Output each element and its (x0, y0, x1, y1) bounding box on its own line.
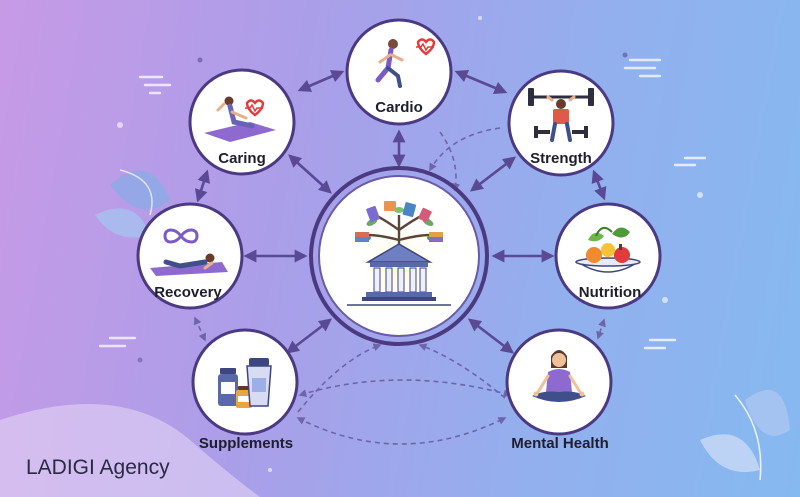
caring-label: Caring (218, 150, 266, 167)
node-strength: Strength (507, 69, 615, 177)
nutrition-label: Nutrition (579, 284, 641, 301)
meditation-icon (532, 350, 586, 402)
recovery-infinity-icon (150, 228, 228, 276)
supplements-label: Supplements (199, 435, 293, 452)
supplement-bottles-icon (218, 358, 272, 408)
node-cardio: Cardio (345, 18, 453, 126)
node-mental-health: Mental Health (505, 328, 613, 452)
dashed-arrow-strength-center (429, 127, 501, 172)
mental-health-label: Mental Health (511, 435, 609, 452)
weightlifting-icon (528, 88, 594, 142)
node-nutrition: Nutrition (554, 202, 662, 310)
arrow-supplements-center (285, 318, 333, 354)
arrow-caring-recovery (194, 169, 211, 203)
recovery-label: Recovery (154, 284, 222, 301)
arrow-caring-center (288, 154, 332, 194)
node-recovery: Recovery (136, 202, 244, 310)
arrow-strength-center (469, 156, 517, 192)
stretching-yoga-icon (204, 96, 276, 142)
center-hub (309, 166, 489, 346)
dashed-arrow-recovery-supplements (194, 316, 206, 342)
dashed-arrow-nutrition-mental (596, 318, 606, 340)
fruit-vegetable-bowl-icon (575, 226, 641, 273)
running-heart-icon (375, 38, 436, 88)
dashed-arrow-supplements-center (297, 343, 382, 413)
dashed-arrow-supplements-mental-bottom (296, 417, 507, 445)
node-caring: Caring (188, 68, 296, 176)
cardio-label: Cardio (375, 99, 423, 116)
node-supplements: Supplements (191, 328, 299, 452)
library-knowledge-tree-icon (347, 201, 451, 310)
arrow-cardio-strength (454, 70, 508, 94)
dashed-arrow-supplements-mental-top (298, 379, 512, 398)
strength-label: Strength (530, 150, 592, 167)
arrow-center-mental (467, 318, 515, 354)
dashed-arrow-cardio-center (439, 131, 460, 192)
solid-connectors (194, 70, 607, 354)
dashed-connectors (194, 127, 606, 445)
dashed-arrow-mental-center (418, 343, 506, 399)
background-decoration (0, 16, 790, 497)
arrow-strength-nutrition (591, 169, 607, 201)
arrow-caring-cardio (297, 70, 345, 92)
brand-name: LADIGI Agency (26, 456, 170, 479)
